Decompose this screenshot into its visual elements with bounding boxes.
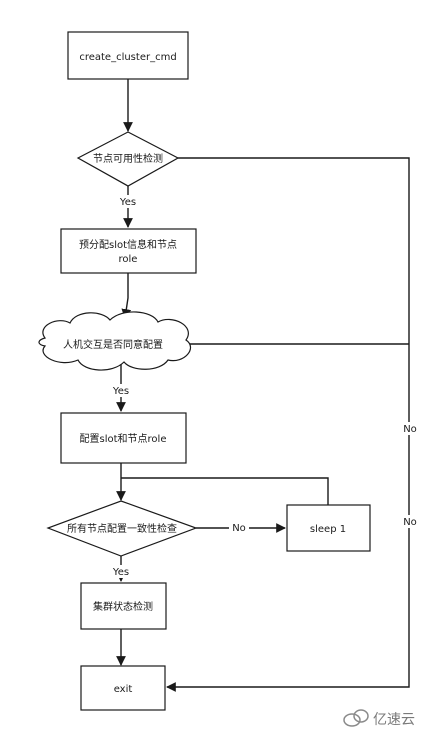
node-preassign bbox=[60, 228, 197, 274]
node-exit bbox=[80, 665, 166, 711]
edge-label-yes-3: Yes bbox=[112, 567, 129, 578]
edge-check-no-to-exit bbox=[166, 157, 410, 692]
node-configure-label: 配置slot和节点role bbox=[80, 433, 167, 445]
edge-label-yes-1: Yes bbox=[119, 197, 136, 208]
node-create-cluster-cmd-label: create_cluster_cmd bbox=[79, 52, 176, 63]
edge-label-yes-2: Yes bbox=[112, 386, 129, 397]
node-preassign-label-line2: role bbox=[119, 254, 138, 265]
node-consistency-label: 所有节点配置一致性检查 bbox=[67, 522, 177, 535]
node-sleep bbox=[286, 504, 371, 552]
node-create-cluster-cmd bbox=[67, 31, 189, 80]
edge-preassign-to-confirm bbox=[121, 273, 132, 319]
node-configure bbox=[60, 412, 187, 464]
node-check-nodes-label: 节点可用性检测 bbox=[93, 152, 163, 165]
watermark-text: 亿速云 bbox=[373, 712, 415, 728]
node-check-nodes-diamond bbox=[76, 131, 180, 187]
node-confirm-cloud bbox=[38, 311, 192, 371]
node-cluster-check-label: 集群状态检测 bbox=[93, 600, 153, 613]
node-cluster-check bbox=[80, 582, 167, 630]
node-confirm-label: 人机交互是否同意配置 bbox=[63, 338, 163, 351]
edge-sleep-loop-back bbox=[121, 477, 329, 505]
node-consistency-diamond bbox=[46, 500, 198, 557]
node-exit-label: exit bbox=[114, 684, 133, 695]
cloud-logo-icon bbox=[343, 709, 369, 727]
edge-label-no-sleep: No bbox=[232, 523, 246, 534]
edge-label-no-right-2: No bbox=[403, 517, 417, 528]
node-preassign-label-line1: 预分配slot信息和节点 bbox=[79, 238, 177, 251]
watermark-logo: 亿速云 bbox=[343, 709, 415, 728]
edge-label-no-right-1: No bbox=[403, 424, 417, 435]
node-sleep-label: sleep 1 bbox=[310, 524, 346, 535]
